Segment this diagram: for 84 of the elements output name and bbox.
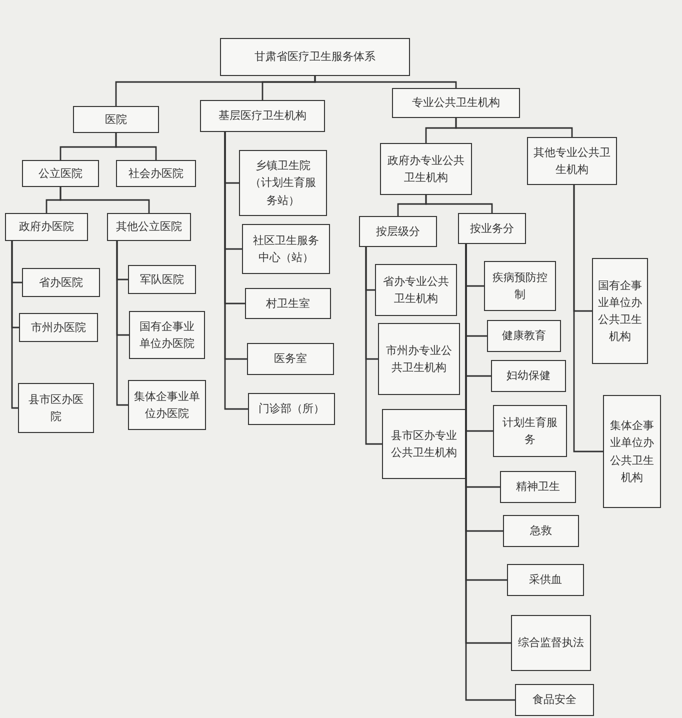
org-box [487, 320, 561, 352]
org-box [503, 515, 579, 547]
box-label: 其他公立医院 [116, 219, 182, 236]
box-label: 妇幼保健 [506, 368, 550, 384]
org-box [484, 261, 556, 311]
box-label: 政府办医院 [19, 219, 74, 236]
org-box [359, 216, 437, 247]
org-box [116, 160, 196, 187]
box-label: 县市区办专业公共卫生机构 [390, 428, 458, 461]
org-box [242, 224, 330, 274]
connector-line [60, 187, 150, 213]
org-box [375, 264, 457, 316]
org-box [392, 88, 520, 118]
org-box [380, 143, 472, 195]
org-box [128, 380, 206, 430]
box-label: 门诊部（所） [258, 401, 324, 418]
box-label: 食品安全 [532, 692, 576, 708]
box-label: 政府办专业公共卫生机构 [386, 152, 466, 186]
org-box [245, 288, 331, 319]
box-label: 按层级分 [376, 224, 420, 240]
box-label: 专业公共卫生机构 [412, 95, 500, 112]
org-box [603, 395, 661, 508]
org-box [500, 471, 576, 503]
org-box [378, 323, 460, 395]
box-label: 社区卫生服务中心（站） [252, 232, 320, 266]
box-label: 市州办专业公共卫生机构 [385, 342, 453, 376]
org-box [491, 360, 566, 392]
org-box [129, 311, 205, 359]
box-label: 市州办医院 [31, 320, 86, 336]
org-box [22, 160, 99, 187]
org-box [458, 213, 526, 244]
connector-line [455, 118, 573, 137]
box-label: 军队医院 [140, 272, 184, 288]
connector-line [314, 76, 457, 88]
org-box [592, 258, 648, 364]
box-label: 村卫生室 [266, 296, 310, 312]
org-box [5, 213, 88, 241]
box-label: 省办专业公共卫生机构 [382, 274, 450, 307]
org-box [19, 313, 98, 342]
connector-line [425, 195, 493, 213]
box-label: 基层医疗卫生机构 [218, 108, 306, 124]
org-box [18, 383, 94, 433]
box-label: 计划生育服务 [502, 414, 558, 448]
box-label: 公立医院 [38, 166, 82, 182]
box-label: 国有企事业单位办医院 [138, 318, 196, 352]
box-label: 疾病预防控制 [492, 270, 548, 303]
box-label: 医院 [105, 112, 127, 128]
box-label: 省办医院 [39, 274, 83, 291]
org-box [247, 343, 334, 375]
org-box [107, 213, 191, 241]
box-label: 健康教育 [502, 328, 546, 344]
connector-line [11, 241, 18, 409]
connector-line [115, 133, 157, 160]
org-box [220, 38, 410, 76]
org-box [511, 615, 591, 671]
box-label: 按业务分 [470, 220, 514, 237]
box-label: 医务室 [274, 351, 307, 368]
org-box [128, 265, 196, 294]
org-box [515, 684, 594, 716]
box-label: 甘肃省医疗卫生服务体系 [254, 49, 376, 66]
box-label: 综合监督执法 [518, 635, 584, 652]
org-box [493, 405, 567, 457]
connector-line [573, 185, 603, 452]
box-label: 社会办医院 [128, 166, 184, 182]
org-box [22, 268, 100, 297]
org-box [200, 100, 325, 132]
org-box [527, 137, 617, 185]
org-box [248, 393, 335, 425]
box-label: 其他专业公共卫生机构 [533, 144, 611, 178]
box-label: 集体企事业单位办公共卫生机构 [609, 418, 655, 486]
org-box [507, 564, 584, 596]
connector-line [365, 247, 382, 445]
box-label: 精神卫生 [516, 479, 560, 496]
box-label: 乡镇卫生院（计划生育服务站） [249, 158, 317, 209]
org-box [239, 150, 327, 216]
org-box [73, 106, 159, 133]
box-label: 县市区办医院 [28, 392, 84, 425]
box-label: 急救 [530, 523, 552, 540]
box-label: 集体企事业单位办医院 [134, 388, 200, 422]
box-label: 国有企事业单位办公共卫生机构 [598, 278, 642, 346]
box-label: 采供血 [529, 572, 562, 588]
org-box [382, 409, 466, 479]
connector-line [224, 132, 248, 410]
connector-line [116, 241, 128, 406]
